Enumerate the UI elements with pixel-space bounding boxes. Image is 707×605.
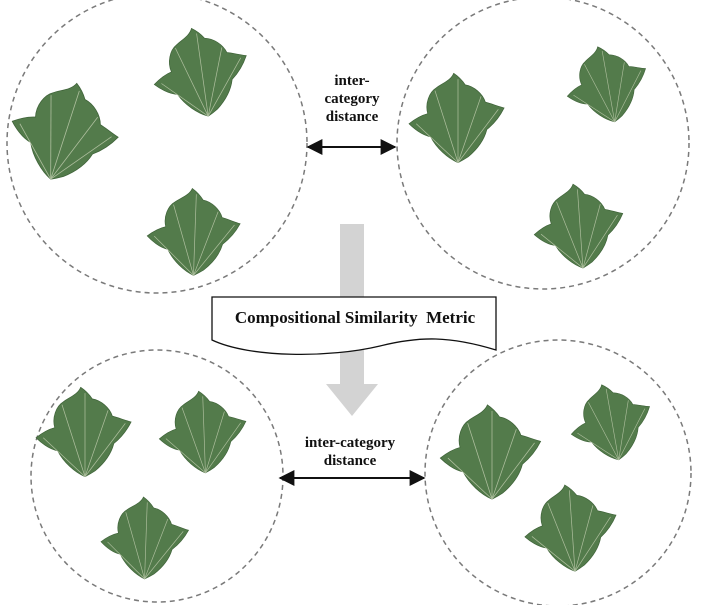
top-distance-label-line: category	[324, 91, 380, 107]
leaf-icon	[147, 21, 254, 123]
transform-arrow-shaft-upper	[340, 224, 364, 298]
leaf-icon	[521, 482, 619, 575]
bottom-distance-label-line: distance	[323, 453, 377, 469]
leaf-icon	[560, 39, 654, 129]
bottom-distance-label-line: inter-category	[304, 435, 396, 451]
top-distance-label-line: inter-	[334, 73, 370, 89]
leaf-icon	[100, 496, 190, 581]
leaf-icon	[531, 181, 626, 271]
leaf-icon	[158, 390, 248, 475]
metric-document-box	[211, 296, 497, 355]
leaf-icon	[146, 187, 241, 277]
top-distance-label-line: distance	[325, 109, 379, 125]
transform-arrow-head	[326, 384, 378, 416]
leaf-icon	[440, 405, 540, 499]
bottom-distance-label: inter-category distance	[290, 434, 410, 470]
cluster-circle-top-right	[396, 0, 690, 290]
top-distance-label: inter- category distance	[312, 72, 392, 126]
leaf-icon	[36, 387, 131, 476]
leaf-icon	[409, 73, 504, 162]
leaf-icon	[0, 68, 130, 195]
metric-title: Compositional Similarity Metric	[234, 308, 476, 327]
leaf-icon	[564, 377, 658, 467]
